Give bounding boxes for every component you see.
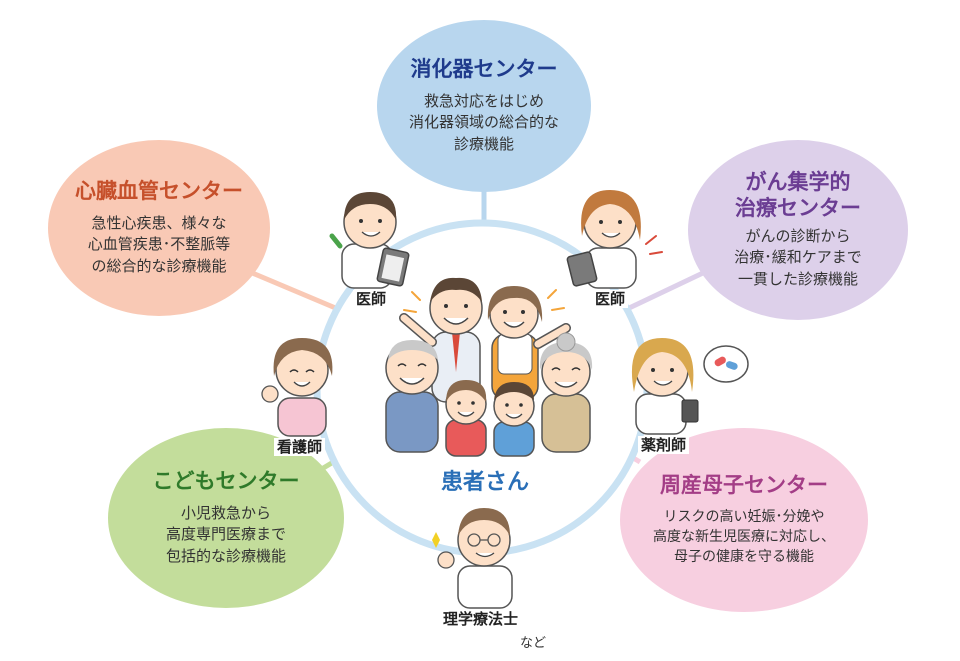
- role-doctor-right: 医師: [592, 290, 629, 308]
- role-therapist: 理学療法士: [440, 610, 522, 628]
- center-children-desc: 小児救急から 高度専門医療まで 包括的な診療機能: [165, 503, 286, 566]
- therapist-illustration: [432, 508, 513, 609]
- center-children: こどもセンター 小児救急から 高度専門医療まで 包括的な診療機能: [108, 428, 344, 608]
- doctor-right-illustration: [566, 190, 663, 289]
- center-digestive-desc: 救急対応をはじめ 消化器領域の総合的な 診療機能: [408, 91, 559, 154]
- center-perinatal: 周産母子センター リスクの高い妊娠･分娩や 高度な新生児医療に対応し、 母子の健…: [620, 428, 868, 612]
- center-cancer-desc: がんの診断から 治療･緩和ケアまで 一貫した診療機能: [734, 226, 862, 289]
- center-perinatal-title: 周産母子センター: [660, 473, 828, 498]
- connector-cardio: [249, 269, 346, 315]
- doctor-left-illustration: [329, 192, 410, 289]
- center-cardio-title: 心臓血管センター: [75, 179, 243, 204]
- role-pharmacist: 薬剤師: [638, 436, 690, 454]
- center-cancer: がん集学的 治療センター がんの診断から 治療･緩和ケアまで 一貫した診療機能: [688, 140, 908, 320]
- center-cancer-title: がん集学的 治療センター: [735, 170, 861, 221]
- role-doctor-left: 医師: [353, 290, 390, 308]
- etc-label: など: [520, 636, 547, 651]
- center-children-title: こどもセンター: [152, 469, 300, 494]
- pharmacist-illustration: [631, 338, 749, 435]
- center-cardio-desc: 急性心疾患、様々な 心血管疾患･不整脈等 の総合的な診療機能: [87, 213, 231, 276]
- patient-label: 患者さん: [440, 470, 529, 495]
- center-cardio: 心臓血管センター 急性心疾患、様々な 心血管疾患･不整脈等 の総合的な診療機能: [48, 140, 270, 316]
- role-nurse: 看護師: [274, 438, 326, 456]
- center-perinatal-desc: リスクの高い妊娠･分娩や 高度な新生児医療に対応し、 母子の健康を守る機能: [653, 508, 835, 566]
- center-digestive-title: 消化器センター: [410, 57, 558, 82]
- nurse-illustration: [261, 338, 333, 437]
- patient-family-illustration: [385, 277, 593, 457]
- connector-cancer: [623, 269, 707, 313]
- center-digestive: 消化器センター 救急対応をはじめ 消化器領域の総合的な 診療機能: [377, 20, 591, 192]
